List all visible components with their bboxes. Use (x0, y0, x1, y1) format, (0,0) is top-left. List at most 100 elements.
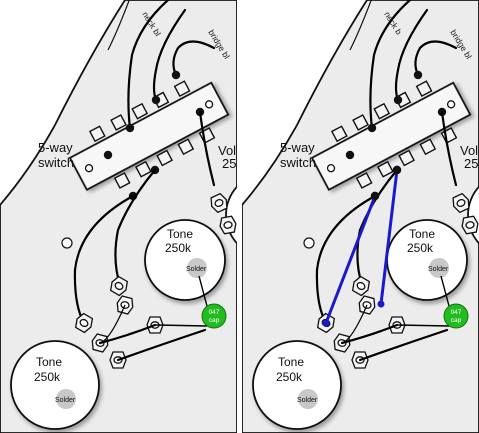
jumper-solder-switch-1 (370, 191, 380, 201)
switch-label-line1: 5-way (38, 140, 73, 155)
upper-pot-solder-label: Solder (186, 266, 207, 273)
upper-pot-lug-1 (109, 275, 129, 297)
switch-label-line2: switch (280, 155, 316, 170)
switch-tab-top-3 (131, 102, 149, 120)
switch-tab-top-3 (373, 102, 391, 120)
switch-tab-top-5 (173, 80, 191, 98)
upper-pot-solder-spot (187, 258, 207, 278)
lower-pot-lug-1-eye (79, 318, 89, 328)
tone-link-wire (98, 323, 157, 345)
five-way-switch (310, 80, 472, 191)
volume-lug-2 (219, 215, 237, 235)
switch-tab-top-5 (415, 80, 433, 98)
volume-lug-1 (452, 192, 470, 214)
switch-solder-point-4 (345, 150, 355, 160)
volume-label: Volu (218, 143, 243, 158)
volume-lug-2 (461, 215, 479, 235)
jumper-solder-lower-pot (322, 319, 330, 327)
switch-mount-hole-right (204, 100, 214, 109)
switch-solder-point-1 (413, 70, 423, 80)
cap-lead-lower (155, 324, 208, 327)
middle-pickup-wire (394, 8, 429, 102)
ground-wire (358, 328, 449, 362)
lower-pot-value: 250k (34, 370, 61, 384)
upper-pot-lug-1-eye (114, 281, 124, 291)
switch-solder-point-3 (367, 123, 377, 133)
switch-tab-bottom-1 (355, 172, 373, 189)
cap-label: cap (209, 317, 220, 324)
switch-tab-bottom-2 (135, 160, 152, 178)
neck-pickup-wire (369, 0, 412, 130)
switch-solder-point-2 (393, 95, 403, 105)
lower-tone-pot (10, 340, 100, 430)
blue-jumper-wire-2 (379, 168, 399, 306)
switch-tab-bottom-3 (398, 149, 415, 167)
switch-solder-point-2 (151, 95, 161, 105)
switch-label-line2: switch (38, 155, 74, 170)
cap-value: 047 (209, 309, 220, 316)
cap-value: 047 (451, 309, 462, 316)
blue-jumper-wire-1 (324, 194, 377, 325)
middle-pickup-wire (152, 8, 187, 102)
upper-pot-name: Tone (409, 227, 435, 241)
lower-pot-solder-label: Solder (55, 397, 76, 404)
cap-lead-upper (440, 275, 450, 307)
volume-value: 25 (464, 156, 478, 171)
switch-mount-hole-right (446, 100, 456, 109)
upper-tone-pot (144, 219, 226, 301)
volume-lug-1-eye (214, 198, 224, 208)
lower-pot-solder-spot (56, 389, 76, 409)
switch-solder-point-1 (171, 70, 181, 80)
screw-hole (303, 237, 315, 249)
switch-to-lower-pot-wire (73, 194, 135, 325)
lower-pot-name: Tone (278, 355, 304, 369)
upper-pot-solder-label: Solder (428, 266, 449, 273)
bridge-pickup-wire (172, 40, 216, 77)
lower-pot-lug-1 (74, 312, 94, 334)
switch-mount-hole-left (84, 164, 94, 173)
switch-tab-top-1 (330, 125, 348, 143)
switch-to-volume-wire (198, 110, 216, 187)
switch-tab-top-1 (88, 125, 106, 143)
volume-label: Volu (460, 143, 479, 158)
capacitor (443, 303, 469, 329)
tone-link-wire (340, 323, 399, 345)
switch-to-upper-pot-wire (114, 168, 157, 287)
switch-to-upper-pot-wire (356, 168, 399, 287)
upper-pot-lug-1 (351, 275, 371, 297)
cap-label: cap (451, 317, 462, 324)
jumper-solder-upper-pot (377, 300, 385, 308)
jumper-solder-switch-2 (392, 165, 402, 175)
volume-value: 25 (222, 156, 236, 171)
switch-solder-point-3 (125, 123, 135, 133)
cap-lead-upper (198, 275, 208, 307)
pickguard-contour (107, 0, 130, 51)
volume-lug-2-eye (223, 221, 233, 229)
switch-tab-top-2 (352, 114, 369, 131)
switch-to-volume-wire (440, 110, 458, 187)
upper-pot-lug-1-eye (356, 281, 366, 291)
switch-mount-hole-left (326, 164, 336, 173)
volume-lug-2-eye (465, 221, 475, 229)
upper-pot-solder-spot (429, 258, 449, 278)
lower-pot-solder-label: Solder (297, 397, 318, 404)
switch-solder-point-4 (103, 150, 113, 160)
switch-tab-bottom-1 (113, 172, 131, 189)
lower-pot-solder-spot (298, 389, 318, 409)
upper-pot-value: 250k (165, 241, 192, 255)
ground-wire (116, 328, 207, 362)
lower-tone-pot (252, 340, 342, 430)
thin-link-wire (341, 304, 368, 344)
capacitor (201, 303, 227, 329)
switch-to-lower-pot-wire (315, 194, 377, 325)
bridge-pickup-wire (414, 40, 458, 77)
switch-tab-bottom-2 (377, 160, 394, 178)
pickguard-contour (349, 0, 372, 51)
upper-pot-name: Tone (167, 227, 193, 241)
switch-body (68, 81, 230, 191)
screw-hole (61, 237, 73, 249)
